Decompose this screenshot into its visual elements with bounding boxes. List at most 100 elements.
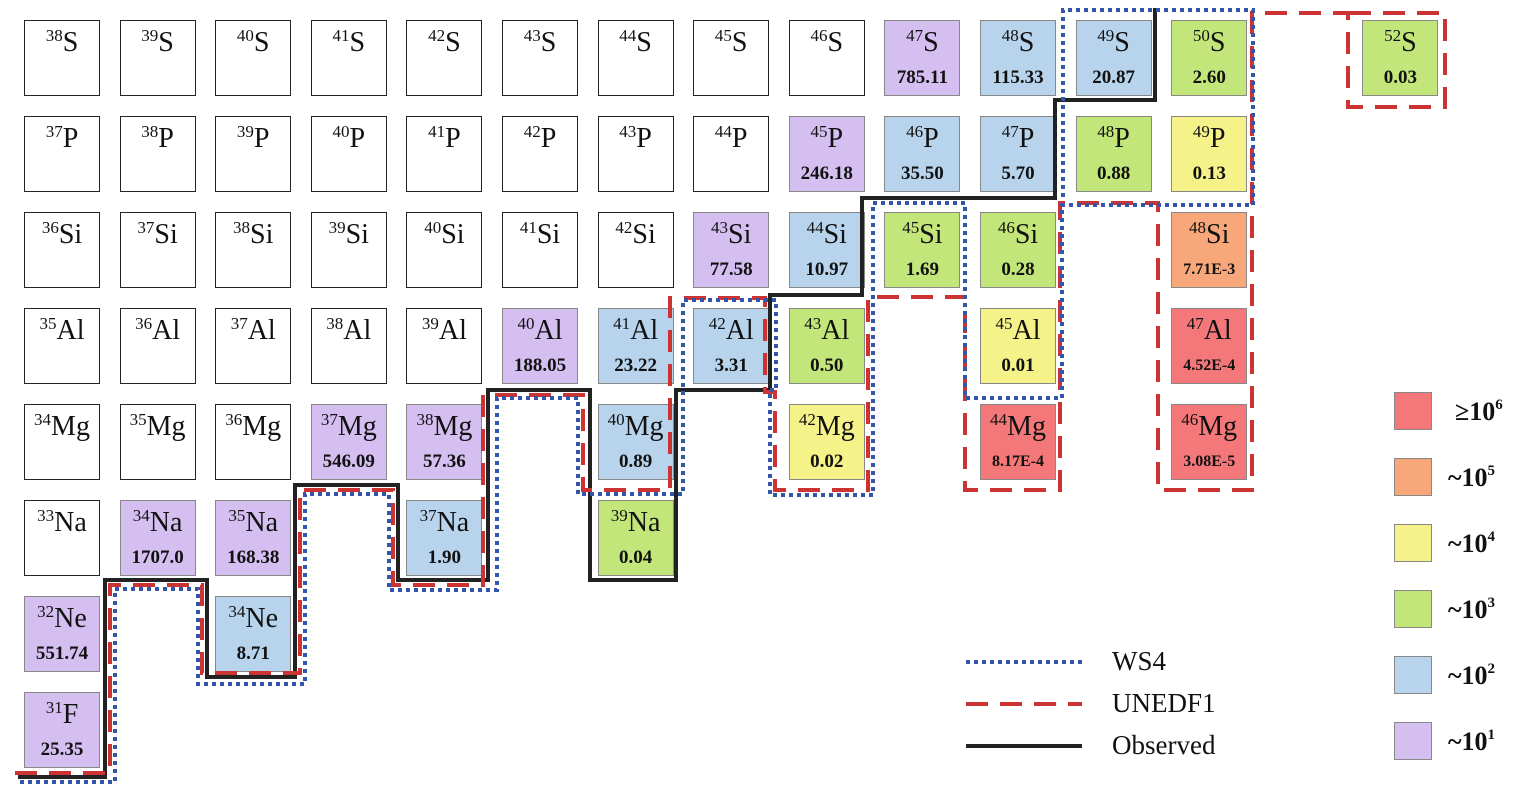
nuclide-symbol: 46Si [981, 218, 1055, 254]
mass-number: 39 [141, 26, 159, 45]
nuclide-value: 77.58 [709, 259, 753, 280]
nuclide-value: 546.09 [322, 451, 375, 472]
nuclide-symbol: 44S [599, 26, 673, 62]
scale-label: ~101 [1448, 727, 1495, 761]
nuclide-value: 35.50 [901, 163, 944, 184]
nuclide-value: 4.52E-4 [1183, 357, 1236, 374]
element-symbol: S [923, 27, 939, 58]
scale-label-base: ≥10 [1455, 397, 1496, 426]
element-symbol: Si [919, 219, 943, 250]
nuclide-symbol: 44Mg [981, 410, 1055, 446]
element-symbol: Na [54, 507, 87, 538]
nuclide-symbol: 42S [407, 26, 481, 62]
mass-number: 45 [902, 218, 920, 237]
mass-number: 31 [45, 698, 63, 717]
nuclide-value: 246.18 [800, 163, 853, 184]
element-symbol: Al [821, 315, 850, 346]
nuclide-cell: 34Ne 8.71 [215, 596, 292, 672]
mass-number: 45 [995, 314, 1013, 333]
nuclide-cell: 43S [502, 20, 578, 96]
scale-label-exponent: 4 [1487, 529, 1496, 545]
element-symbol: Si [58, 219, 83, 250]
mass-number: 45 [810, 122, 828, 141]
nuclide-cell: 39P [215, 116, 292, 192]
nuclide-cell: 41S [310, 20, 387, 96]
nuclide-value: 7.71E-3 [1183, 261, 1236, 278]
mass-number: 42 [428, 26, 446, 45]
element-symbol: P [923, 123, 939, 154]
scale-label-base: ~10 [1448, 727, 1488, 756]
nuclide-symbol: 48P [1077, 122, 1151, 158]
element-symbol: S [636, 27, 652, 58]
element-symbol: P [827, 123, 844, 154]
element-symbol: Mg [51, 411, 90, 442]
nuclide-value: 1707.0 [131, 547, 184, 568]
nuclide-symbol: 32Ne [25, 602, 99, 638]
nuclide-value: 8.71 [236, 643, 270, 664]
nuclide-cell: 44P [693, 116, 770, 192]
element-symbol: S [1018, 27, 1035, 58]
scale-swatch [1394, 590, 1432, 628]
nuclide-cell: 44S [597, 20, 674, 96]
nuclide-cell: 39Si [310, 212, 387, 288]
nuclide-symbol: 43Al [790, 314, 864, 350]
mass-number: 49 [1192, 122, 1210, 141]
element-symbol: P [158, 123, 174, 154]
scale-swatch [1394, 392, 1432, 430]
element-symbol: S [1114, 27, 1130, 58]
nuclide-symbol: 41Si [503, 218, 577, 254]
nuclide-symbol: 39Si [312, 218, 386, 254]
element-symbol: P [253, 123, 270, 154]
mass-number: 40 [607, 410, 625, 429]
nuclide-symbol: 49P [1172, 122, 1246, 158]
nuclide-value: 0.13 [1192, 163, 1226, 184]
mass-number: 40 [517, 314, 535, 333]
element-symbol: Al [630, 315, 659, 346]
mass-number: 36 [225, 410, 243, 429]
mass-number: 50 [1192, 26, 1210, 45]
nuclide-cell: 37Si [119, 212, 196, 288]
scale-label-exponent: 2 [1487, 661, 1496, 677]
scale-label-exponent: 1 [1487, 727, 1496, 743]
nuclide-symbol: 37P [25, 122, 99, 158]
scale-label: ~105 [1448, 463, 1495, 497]
nuclide-symbol: 45S [694, 26, 768, 62]
mass-number: 37 [320, 410, 338, 429]
nuclide-symbol: 43Si [694, 218, 768, 254]
mass-number: 44 [806, 218, 824, 237]
nuclide-symbol: 36Si [25, 218, 99, 254]
mass-number: 40 [332, 122, 350, 141]
mass-number: 46 [906, 122, 924, 141]
nuclide-symbol: 52S [1363, 26, 1437, 62]
nuclide-symbol: 39S [121, 26, 195, 62]
element-symbol: S [62, 27, 79, 58]
mass-number: 37 [419, 506, 437, 525]
nuclide-symbol: 37Na [407, 506, 481, 542]
mass-number: 44 [990, 410, 1008, 429]
nuclide-symbol: 41P [407, 122, 481, 158]
element-symbol: Si [823, 219, 847, 250]
nuclide-symbol: 45Al [981, 314, 1055, 350]
mass-number: 47 [1001, 122, 1019, 141]
nuclide-value: 0.04 [618, 547, 653, 568]
nuclide-symbol: 35Al [25, 314, 99, 350]
nuclide-symbol: 40S [216, 26, 290, 62]
nuclide-symbol: 34Ne [216, 602, 290, 638]
element-symbol: Na [245, 507, 279, 538]
scale-label-base: ~10 [1448, 463, 1488, 492]
element-symbol: P [1114, 123, 1130, 154]
element-symbol: S [827, 27, 844, 58]
nuclide-cell: 42Si [597, 212, 674, 288]
nuclide-value: 785.11 [896, 67, 948, 88]
mass-number: 39 [328, 218, 346, 237]
nuclide-symbol: 45P [790, 122, 864, 158]
